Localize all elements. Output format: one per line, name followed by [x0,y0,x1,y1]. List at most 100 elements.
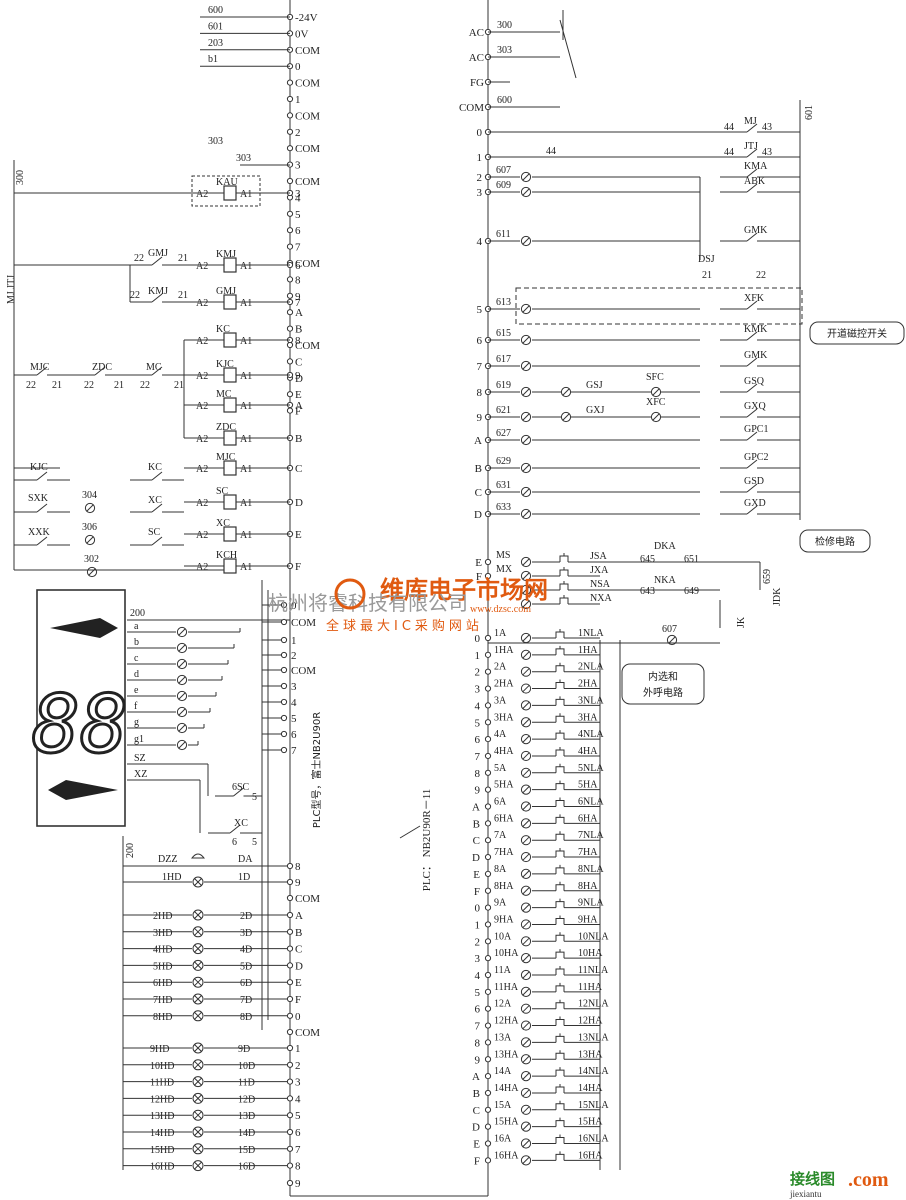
left-terminal-label: 6 [295,1127,301,1139]
wire-number: 304 [82,490,97,501]
right-terminal-label: 0 [477,127,483,139]
pb-body [555,665,565,672]
wire-number: 300 [497,20,512,31]
left-terminal-label: COM [295,893,320,905]
lamp-d: 3D [240,928,252,939]
call-label: 13NLA [578,1032,609,1043]
screw-terminal [520,1104,532,1115]
left-terminal-label: C [295,356,302,368]
lamp-x2 [194,878,202,886]
screw-terminal [520,700,532,711]
lamp-x2 [194,978,202,987]
num: 44 [724,147,734,158]
contact-blade [746,300,758,310]
screw-slash [522,887,530,895]
left-terminal-label: 5 [295,1110,301,1122]
left-terminal-label: E [295,529,302,541]
right-terminal-label: D [474,509,482,521]
screw-terminal [84,534,96,546]
screw-slash [522,1055,530,1063]
num: 22 [84,380,94,391]
screw-terminal [520,649,532,660]
coil-a1: A1 [240,530,252,541]
left-terminal-label: D [295,373,303,385]
call-label: 1HA [578,645,598,656]
lamp-icon [192,1109,204,1121]
call-label: 12HA [578,1016,603,1027]
contact-gxq [720,408,784,418]
screw-terminal [520,598,532,610]
coil-a1: A1 [240,336,252,347]
contact-kmj [130,293,184,303]
left-terminal [280,682,288,690]
lamp-d: 2D [240,911,252,922]
left-terminal-label: COM [295,45,320,57]
screw-slash [522,173,530,181]
left-terminal-label: 4 [295,192,301,204]
contact-gpc2 [720,459,784,469]
footer-domain: .com [848,1169,889,1191]
left-terminal [286,1078,294,1085]
call-label: 5HA [494,780,514,791]
lamp-x2 [194,944,202,953]
screw-slash [522,921,530,928]
num: 645 [640,554,655,565]
left-terminal-label: 8 [295,1161,301,1173]
contact-name: JDK [772,587,783,606]
right-terminal-label: A [472,802,480,814]
coil-a2: A2 [196,530,208,541]
coil-a2: A2 [196,498,208,509]
right-terminal-label: 6 [475,1004,481,1016]
right-terminal-label: 7 [475,1021,481,1033]
wire-number: 629 [496,456,511,467]
contact-gpc1 [720,431,784,441]
right-terminal-label: B [473,1088,480,1100]
call-label: 11HA [578,982,603,993]
lamp-x2 [194,1060,202,1069]
num: 21 [52,380,62,391]
right-terminal-label: 7 [475,751,481,763]
pb-body [555,732,565,740]
screw-slash [522,188,530,196]
screw-terminal [520,1020,532,1031]
screw-terminal [520,1121,532,1132]
left-terminal [286,341,294,349]
coil-a1: A1 [240,298,252,309]
contact-jtj [720,148,784,158]
call-label: 2NLA [578,662,604,673]
left-terminal-label: 2 [295,127,301,139]
coil-a2: A2 [196,562,208,573]
call-label: 9HA [494,914,514,925]
coil-name: SC [216,486,229,497]
contact-xc-xz [208,824,262,834]
right-terminal [484,634,492,642]
coil-a1: A1 [240,261,252,272]
left-terminal [286,309,294,316]
left-terminal-label: B [295,433,302,445]
left-terminal-label: COM [295,78,320,90]
pushbutton-icon [559,553,569,562]
right-terminal-label: F [476,571,482,583]
pb-body [555,783,565,790]
call-label: 9HA [578,914,598,925]
right-terminal-label: 6 [477,335,483,347]
right-terminal [484,1005,492,1012]
pb-body [555,1035,565,1043]
screw-terminal [520,171,532,183]
contact-blade [233,787,244,797]
callout-service [799,529,871,553]
num: 22 [130,290,140,301]
left-terminal [286,243,294,250]
relay-coil-gmj [223,294,237,310]
right-terminal [484,904,492,911]
right-terminal-label: 9 [477,412,483,424]
contact-blade [151,503,163,513]
lamp-d: 9D [238,1044,250,1055]
left-terminal-label: A [295,910,303,922]
screw-slash [178,628,186,636]
screw-slash [522,752,530,760]
wire-number: 615 [496,328,511,339]
wire-number: 627 [496,428,511,439]
pushbutton-icon [559,595,569,604]
call-label: 14HA [578,1083,603,1094]
